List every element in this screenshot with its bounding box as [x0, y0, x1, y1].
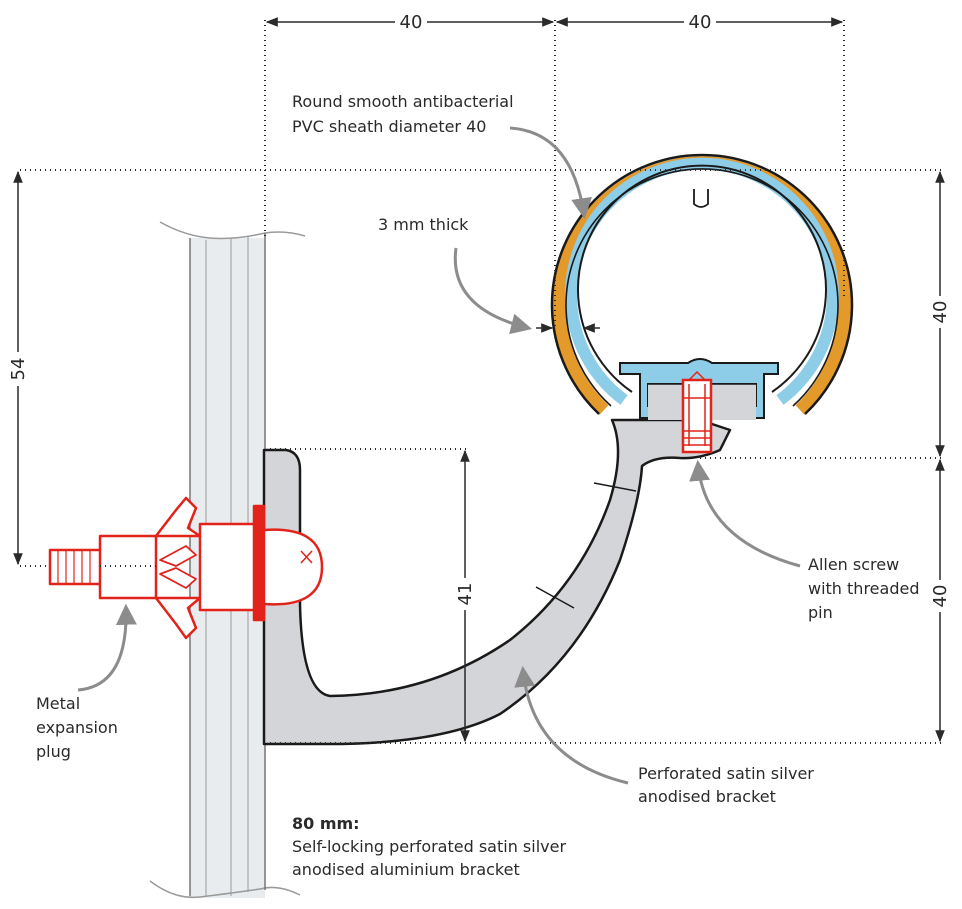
label-sheath-line2: PVC sheath diameter 40 — [292, 117, 486, 136]
label-expansion-plug: Metal expansion plug — [36, 694, 118, 761]
label-bracket-line1: Perforated satin silver — [638, 764, 814, 783]
label-plug-line2: expansion — [36, 718, 118, 737]
allen-screw — [681, 370, 713, 454]
label-plug-line3: plug — [36, 742, 71, 761]
dim-right-upper-height: 40 — [930, 301, 951, 324]
round-pvc-sheath — [550, 153, 854, 415]
dim-left-height: 54 — [8, 358, 29, 381]
label-thickness: 3 mm thick — [378, 215, 469, 234]
label-sheath: Round smooth antibacterial PVC sheath di… — [292, 92, 514, 136]
note-80mm: 80 mm: Self-locking perforated satin sil… — [292, 814, 566, 879]
metal-expansion-plug — [48, 496, 324, 640]
label-screw-line2: with threaded — [808, 579, 919, 598]
label-bracket: Perforated satin silver anodised bracket — [638, 764, 814, 806]
dim-right-lower-height: 40 — [930, 585, 951, 608]
leader-arrows — [77, 126, 801, 785]
dim-top-right-width: 40 — [689, 12, 712, 33]
dim-top-left-width: 40 — [400, 12, 423, 33]
dim-bracket-height: 41 — [455, 583, 476, 606]
label-screw-line3: pin — [808, 603, 833, 622]
note-line1: Self-locking perforated satin silver — [292, 837, 566, 856]
label-bracket-line2: anodised bracket — [638, 787, 776, 806]
label-screw-line1: Allen screw — [808, 555, 899, 574]
extension-lines — [20, 20, 944, 744]
label-plug-line1: Metal — [36, 694, 80, 713]
dimension-lines — [13, 17, 945, 743]
note-title: 80 mm: — [292, 814, 360, 833]
label-sheath-line1: Round smooth antibacterial — [292, 92, 514, 111]
bracket — [262, 418, 732, 746]
note-line2: anodised aluminium bracket — [292, 860, 520, 879]
label-allen-screw: Allen screw with threaded pin — [808, 555, 919, 622]
